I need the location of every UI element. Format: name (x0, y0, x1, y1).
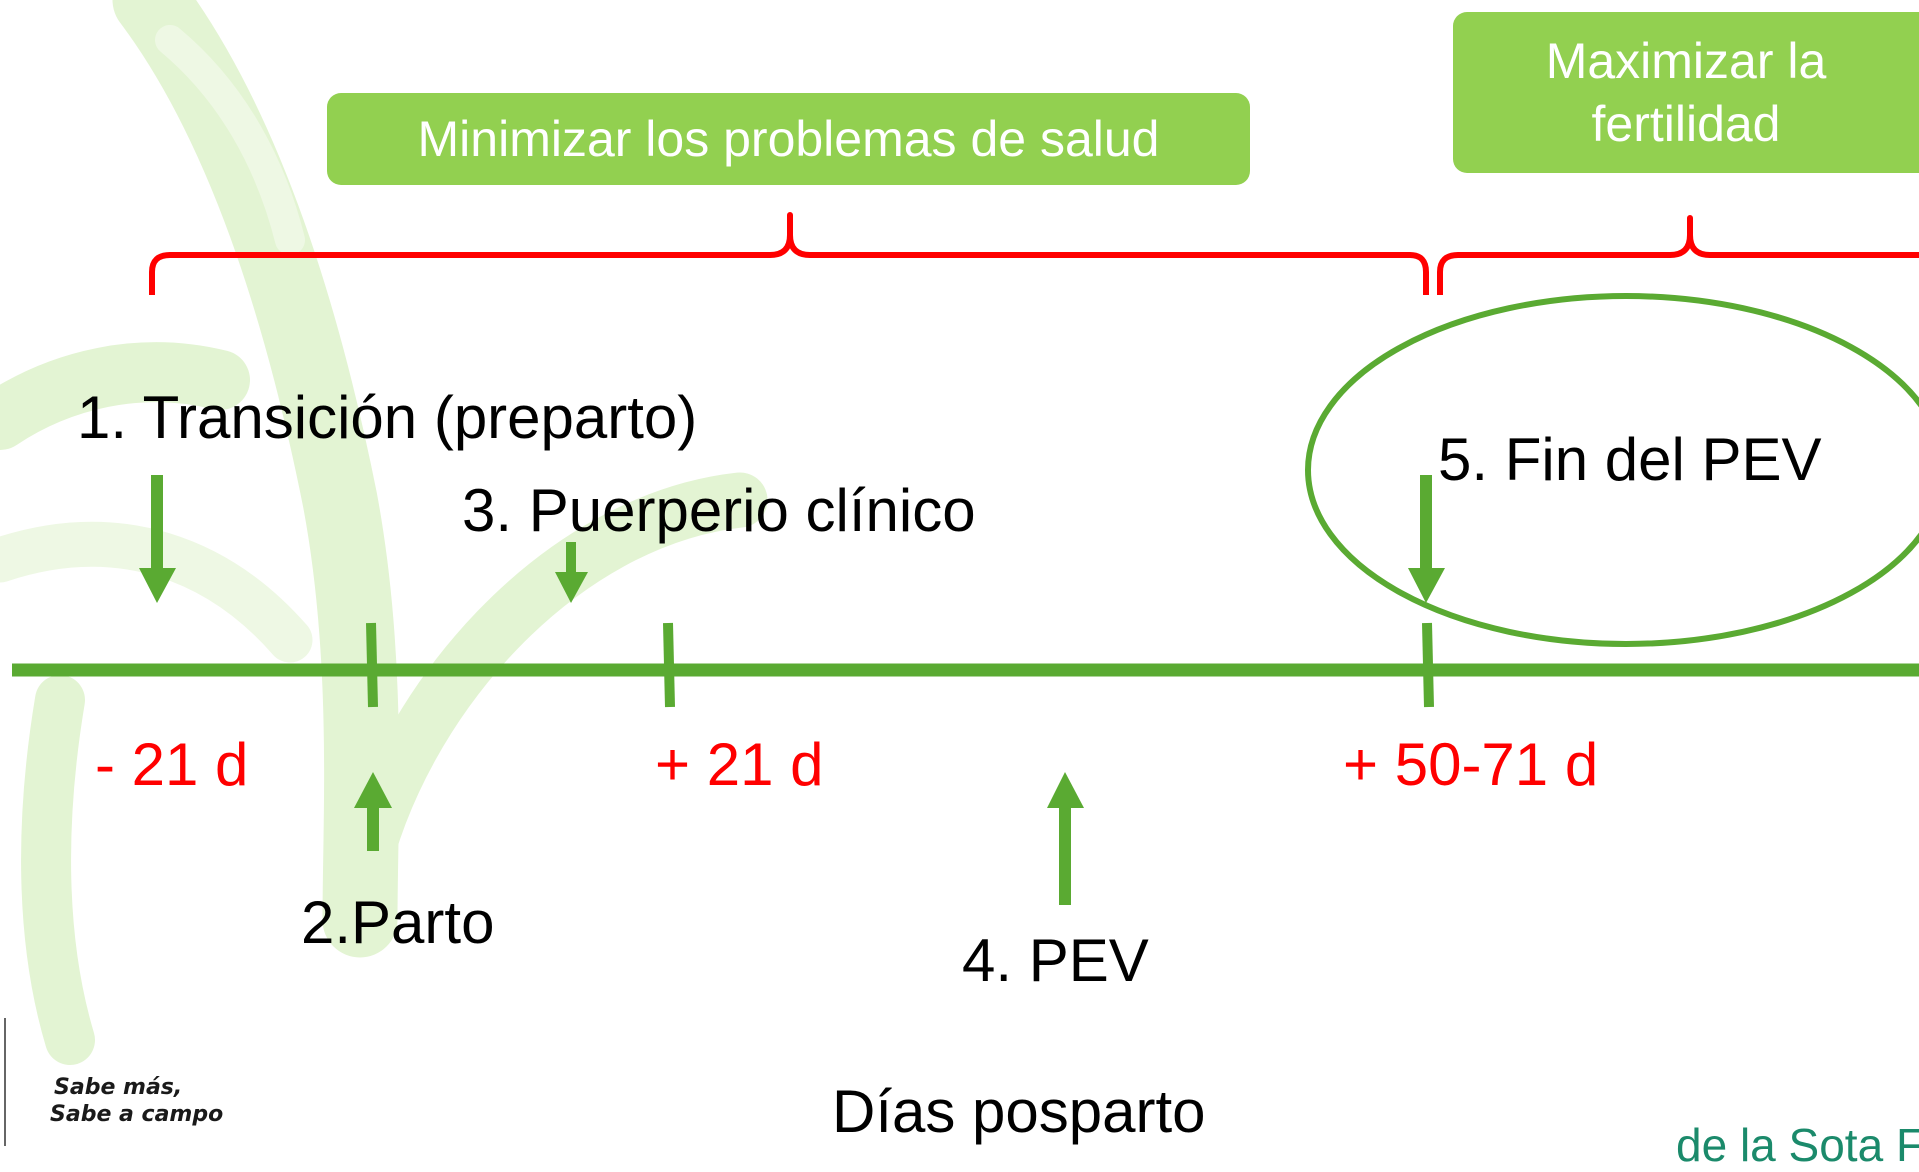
arrow-birth (354, 772, 392, 851)
goal-box-fertility: Maximizar la fertilidad (1453, 12, 1919, 173)
tagline-line2: Sabe a campo (50, 1102, 224, 1127)
stage-pev: 4. PEV (962, 927, 1149, 994)
goal-fertility-line2: fertilidad (1591, 95, 1781, 152)
stage-birth: 2.Parto (301, 889, 495, 956)
goal-health-text: Minimizar los problemas de salud (417, 110, 1160, 167)
axis-title: Días posparto (832, 1078, 1206, 1145)
stage-transition: 1. Transición (preparto) (77, 384, 698, 451)
stage-pev-end: 5. Fin del PEV (1438, 426, 1822, 493)
tagline-line1: Sabe más, (54, 1075, 183, 1100)
tick-plus-21 (663, 622, 675, 708)
tick-birth (366, 622, 378, 708)
highlight-ellipse (1305, 293, 1919, 647)
footer-credit: de la Sota F (1676, 1119, 1919, 1171)
stage-puerperium: 3. Puerperio clínico (462, 477, 976, 544)
goal-box-health: Minimizar los problemas de salud (327, 93, 1250, 185)
tick-plus-50-71 (1422, 622, 1434, 708)
arrow-puerperium (555, 542, 588, 603)
arrow-transition (139, 475, 176, 603)
watermark-logo-detail (0, 25, 313, 663)
day-label-plus-21: + 21 d (655, 731, 824, 798)
day-label-plus-50-71: + 50-71 d (1343, 731, 1599, 798)
health-brace (149, 212, 1429, 295)
diagram-canvas (0, 0, 1919, 1146)
brand-tagline: Sabe más, Sabe a campo (50, 1074, 223, 1128)
goal-fertility-line1: Maximizar la (1545, 33, 1827, 89)
arrow-pev-end (1408, 475, 1445, 603)
fertility-brace (1437, 215, 1919, 295)
arrow-pev (1047, 772, 1084, 905)
day-label-minus-21: - 21 d (95, 731, 249, 798)
